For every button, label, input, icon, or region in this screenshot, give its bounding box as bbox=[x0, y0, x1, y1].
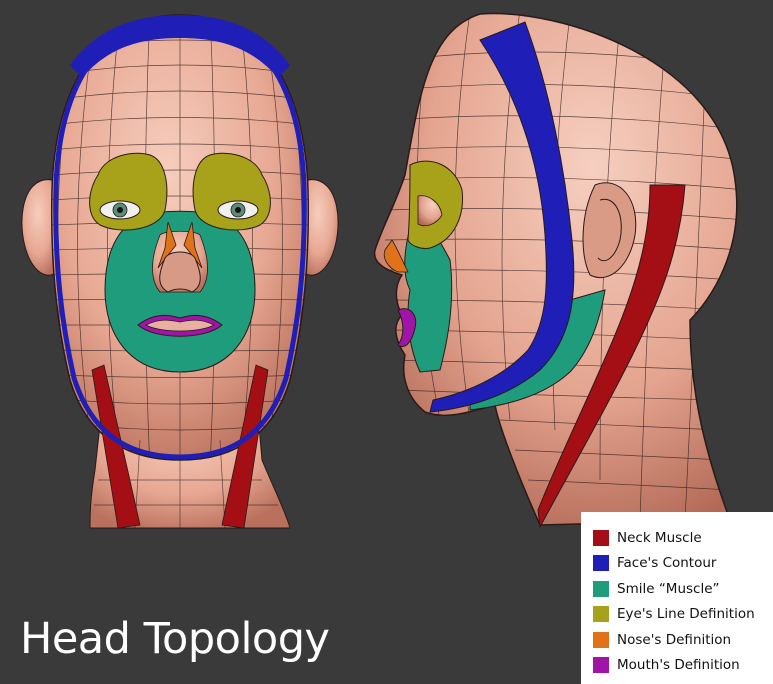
front-nose bbox=[160, 252, 201, 292]
legend: Neck MuscleFace's ContourSmile “Muscle” E… bbox=[581, 512, 773, 684]
legend-label: Neck Muscle bbox=[617, 530, 702, 546]
legend-swatch bbox=[593, 632, 609, 648]
legend-label: Nose's Definition bbox=[617, 632, 731, 648]
figure-title: Head Topology bbox=[20, 618, 329, 661]
legend-label: Mouth's Definition bbox=[617, 657, 740, 673]
legend-label: Face's Contour bbox=[617, 555, 716, 571]
legend-swatch bbox=[593, 606, 609, 622]
legend-swatch bbox=[593, 530, 609, 546]
legend-item: Smile “Muscle” bbox=[593, 576, 773, 602]
legend-label: Smile “Muscle” bbox=[617, 581, 720, 597]
legend-item: Neck Muscle bbox=[593, 525, 773, 551]
legend-swatch bbox=[593, 581, 609, 597]
legend-item: Mouth's Definition bbox=[593, 653, 773, 679]
legend-item: Eye's Line Definition bbox=[593, 602, 773, 628]
legend-item: Face's Contour bbox=[593, 551, 773, 577]
legend-swatch bbox=[593, 555, 609, 571]
legend-swatch bbox=[593, 657, 609, 673]
legend-item: Nose's Definition bbox=[593, 627, 773, 653]
legend-label: Eye's Line Definition bbox=[617, 606, 755, 622]
